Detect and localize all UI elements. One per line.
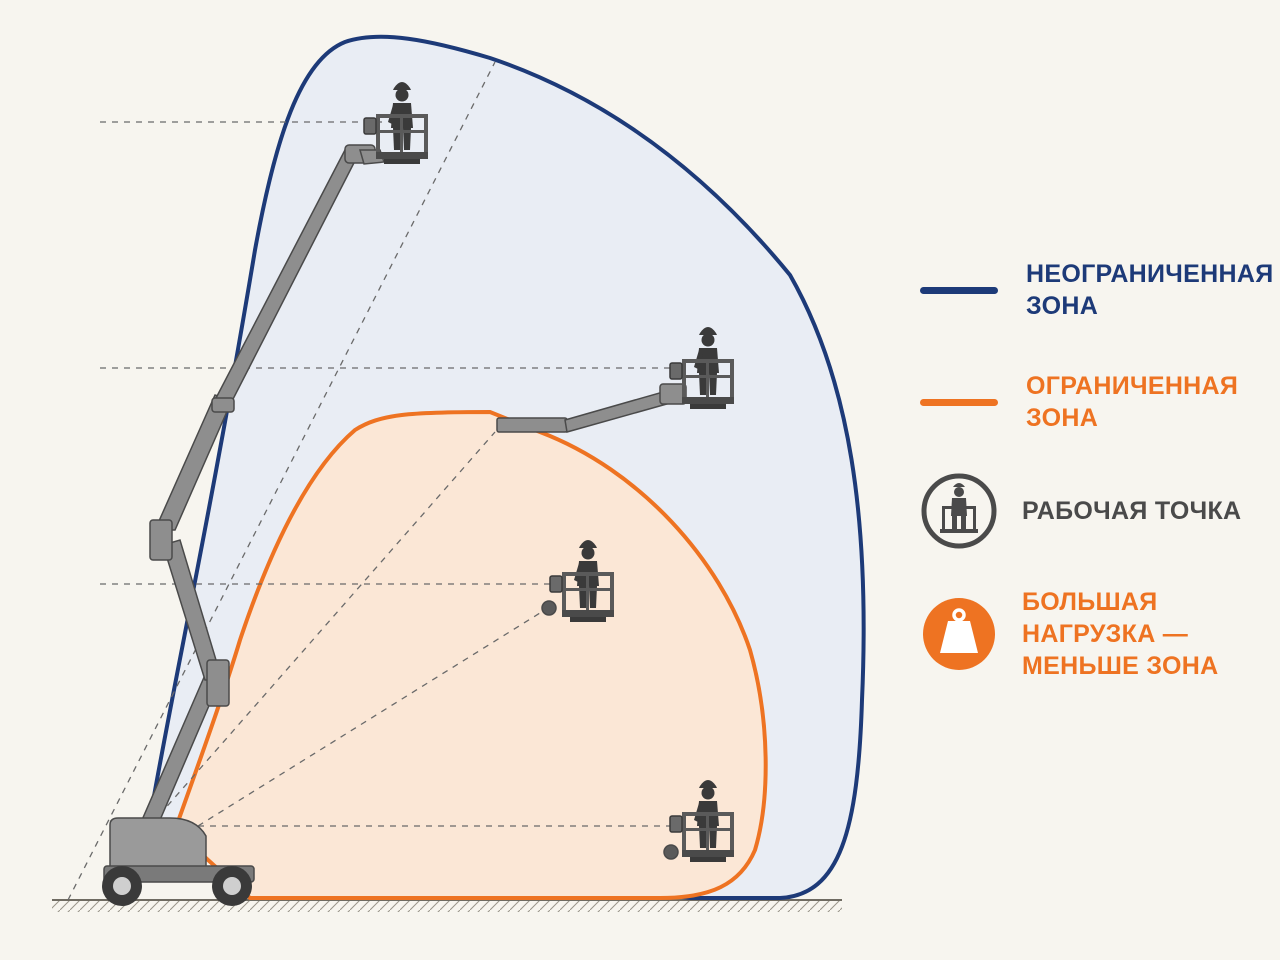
ground-hatch: [52, 900, 842, 912]
reach-lines: [67, 61, 549, 901]
legend-working-point: РАБОЧАЯ ТОЧКА: [920, 472, 1241, 550]
worker-basket-icon: [921, 473, 997, 549]
weight-icon: [923, 598, 995, 670]
unrestricted-zone-label: НЕОГРАНИЧЕННАЯ ЗОНА: [1026, 260, 1274, 320]
legend-unrestricted-zone: НЕОГРАНИЧЕННАЯ ЗОНА: [920, 258, 1273, 322]
restricted-zone-swatch: [920, 398, 998, 406]
unrestricted-zone-swatch: [920, 286, 998, 294]
low-arm: [541, 600, 679, 860]
restricted-zone-label: ОГРАНИЧЕННАЯ ЗОНА: [1026, 372, 1239, 432]
legend-heavy-load: БОЛЬШАЯ НАГРУЗКА — МЕНЬШЕ ЗОНА: [920, 586, 1260, 682]
chassis: [102, 817, 255, 906]
heavy-load-label: БОЛЬШАЯ НАГРУЗКА — МЕНЬШЕ ЗОНА: [1022, 588, 1219, 680]
legend-restricted-zone: ОГРАНИЧЕННАЯ ЗОНА: [920, 370, 1238, 434]
extended-arm: [496, 383, 687, 433]
working-point-label: РАБОЧАЯ ТОЧКА: [1022, 497, 1242, 525]
